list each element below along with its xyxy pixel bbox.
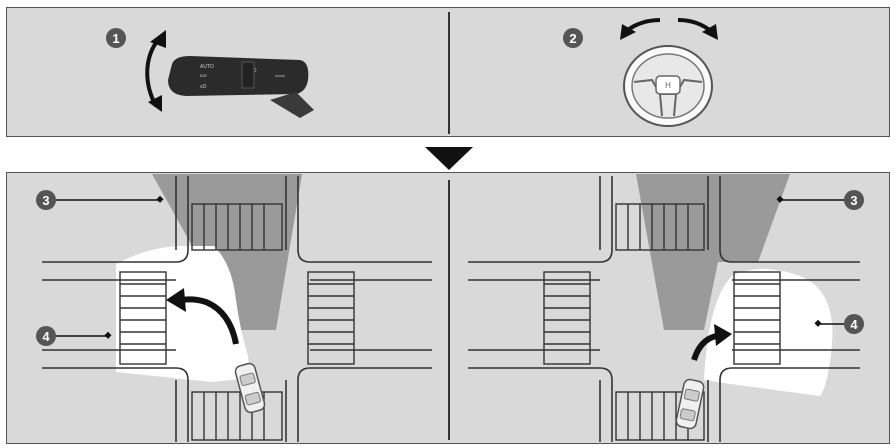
svg-text:AUTO: AUTO bbox=[200, 64, 214, 70]
left-intersection: 3 4 bbox=[36, 174, 432, 442]
svg-text:ᴰᴼᴱ: ᴰᴼᴱ bbox=[200, 74, 207, 80]
callout-3-left: 3 bbox=[36, 190, 164, 210]
blind-zone bbox=[636, 174, 790, 330]
down-triangle-icon bbox=[425, 147, 473, 170]
turn-arrow-icon bbox=[691, 324, 732, 361]
callout-1: 1 bbox=[106, 28, 126, 48]
callout-4-left: 4 bbox=[36, 326, 112, 346]
callout-3-right: 3 bbox=[776, 190, 864, 210]
svg-text:4: 4 bbox=[850, 317, 858, 332]
turn-arrow-icon bbox=[166, 288, 239, 345]
svg-text:≡D: ≡D bbox=[200, 84, 207, 90]
car-icon bbox=[675, 378, 705, 430]
svg-text:3: 3 bbox=[42, 193, 49, 208]
svg-text:3: 3 bbox=[850, 193, 857, 208]
svg-text:⇦⇨: ⇦⇨ bbox=[275, 74, 285, 80]
svg-text:H: H bbox=[665, 81, 671, 90]
turn-signal-stalk-icon: AUTO ᴰᴼᴱ ≡D ≡D ⇦⇨ bbox=[145, 30, 314, 118]
callout-2: 2 bbox=[563, 28, 583, 48]
callout-4-right: 4 bbox=[814, 314, 864, 334]
car-icon bbox=[234, 362, 266, 414]
steering-wheel-icon: H bbox=[620, 18, 718, 127]
callout-1-label: 1 bbox=[112, 31, 119, 46]
right-intersection: 3 4 bbox=[468, 174, 864, 442]
callout-2-label: 2 bbox=[569, 31, 576, 46]
svg-text:4: 4 bbox=[42, 329, 50, 344]
